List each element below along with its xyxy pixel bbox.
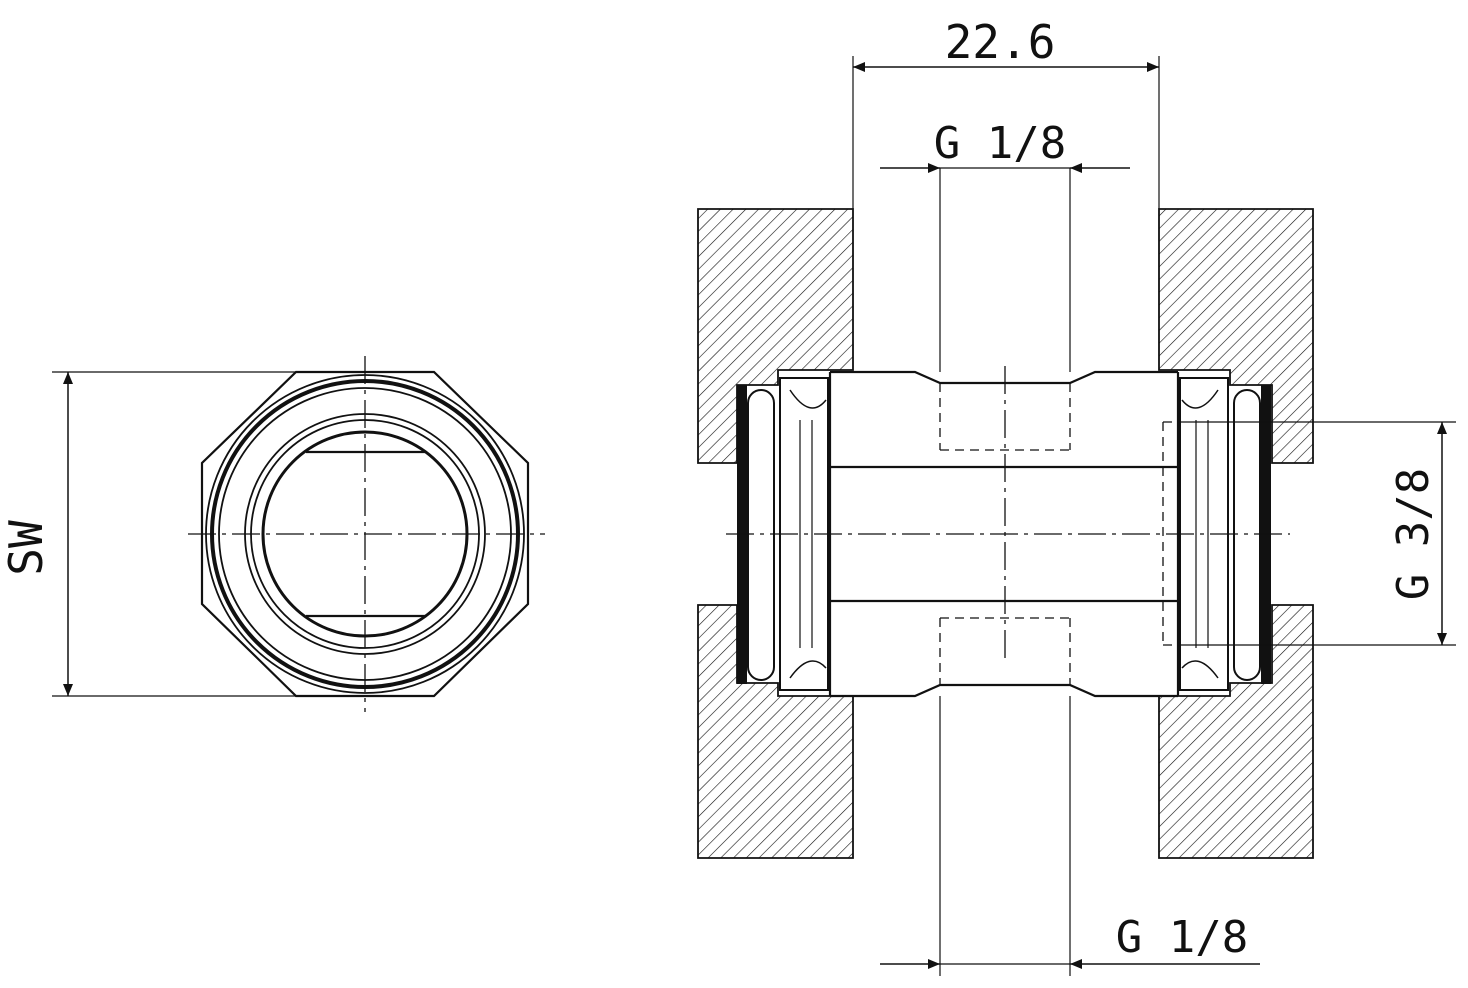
housing-top-right (1158, 208, 1314, 464)
section-center-lines (726, 366, 1290, 660)
housing-top-left (697, 208, 854, 464)
housing (697, 208, 1314, 859)
dimension-sw-label: SW (0, 520, 53, 576)
body-bottom-edge (830, 683, 1178, 698)
housing-bottom-right (1158, 604, 1314, 859)
dimension-top-port-label: G 1/8 (934, 118, 1066, 169)
hidden-lines (939, 383, 1185, 685)
seal-left-ring (747, 389, 775, 681)
body-top-edge (830, 370, 1178, 385)
seal-right-ring (1233, 389, 1261, 681)
dimension-lines (853, 62, 1447, 969)
dimension-sw (52, 371, 296, 697)
dimension-side-thread-label: G 3/8 (1388, 468, 1439, 600)
nut-outline (200, 370, 530, 698)
end-view (188, 356, 545, 712)
dimension-bottom-port-label: G 1/8 (1116, 912, 1248, 963)
dimension-22-6-label: 22.6 (945, 15, 1056, 69)
extension-lines (852, 56, 1456, 976)
